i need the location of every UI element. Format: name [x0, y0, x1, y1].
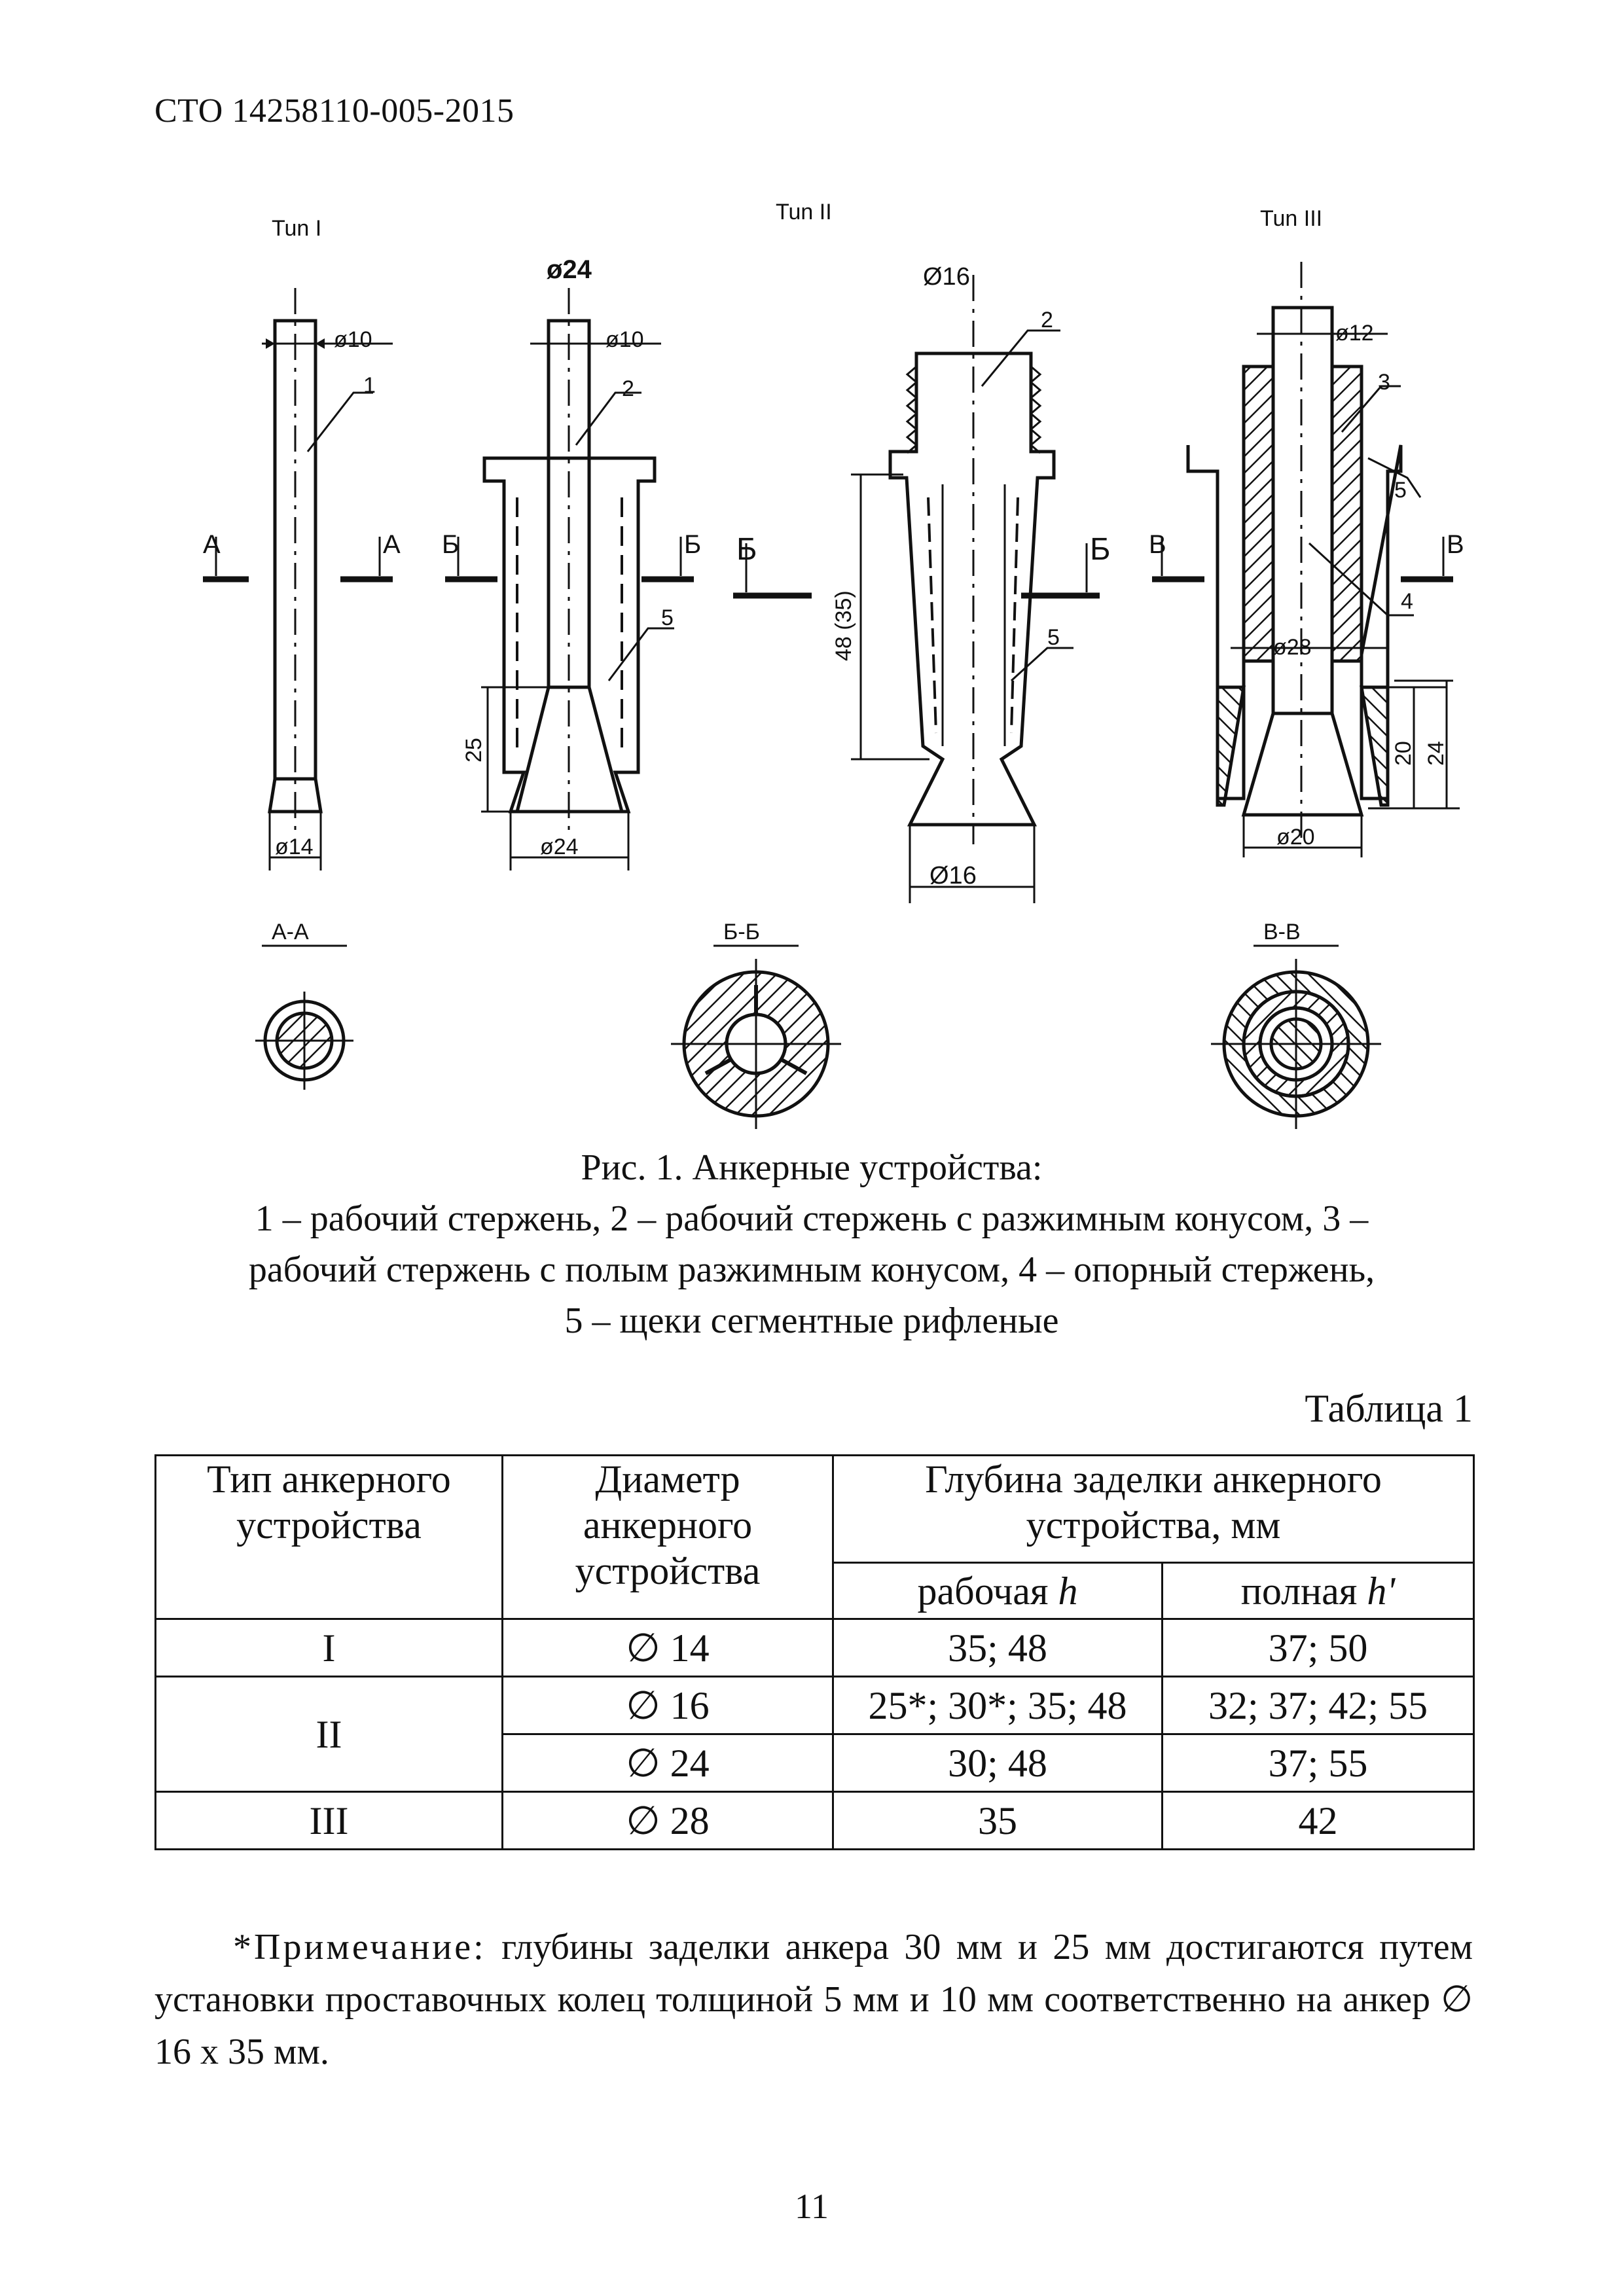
- dim-t1-top: ø10: [334, 327, 372, 352]
- dim-t1-bottom: ø14: [275, 834, 314, 859]
- section-b-b: [671, 944, 841, 1129]
- dim-t3-bottom: ø20: [1276, 825, 1315, 850]
- cell-working: 30; 48: [832, 1733, 1163, 1793]
- page-number: 11: [795, 2187, 829, 2226]
- caption-line-2: 1 – рабочий стержень, 2 – рабочий стерже…: [255, 1198, 1369, 1239]
- section-label-a-a: A-A: [272, 920, 309, 944]
- section-letter-c-left: В: [1149, 530, 1166, 559]
- note-text: глубины заделки анкера 30 мм и 25 мм дос…: [154, 1927, 1473, 2072]
- table-row: III ∅ 28 35 42: [154, 1791, 1475, 1850]
- table-row: II ∅ 16 25*; 30*; 35; 48 32; 37; 42; 55: [154, 1676, 1475, 1793]
- document-code: СТО 14258110-005-2015: [154, 92, 514, 130]
- callout-2b: 2: [1041, 308, 1053, 332]
- cell-type: II: [154, 1676, 503, 1793]
- section-c-c: [1211, 944, 1381, 1129]
- cell-full: 37; 50: [1161, 1618, 1475, 1677]
- caption-line-3: рабочий стержень с полым разжимным конус…: [248, 1249, 1375, 1290]
- dim-t2b-top: Ø16: [923, 263, 970, 291]
- header-diameter: Диаметр анкерного устройства: [501, 1454, 834, 1620]
- table-note: *Примечание: глубины заделки анкера 30 м…: [154, 1921, 1473, 2078]
- section-letter-b-right: Б: [684, 530, 701, 559]
- section-a-a: [255, 944, 353, 1090]
- type-2a-drawing: [445, 288, 694, 870]
- section-letter-c-right: В: [1447, 530, 1464, 559]
- callout-5c: 5: [1394, 478, 1407, 503]
- section-label-b-b: Б-Б: [723, 920, 760, 944]
- section-letter-a-left: A: [203, 530, 221, 559]
- dim-t2a-top: ø10: [605, 327, 644, 352]
- callout-4: 4: [1401, 589, 1413, 614]
- cell-type: III: [154, 1791, 503, 1850]
- caption-line-1: Рис. 1. Анкерные устройства:: [581, 1147, 1043, 1188]
- callout-5b: 5: [1047, 625, 1060, 650]
- dim-t3-top: ø12: [1335, 321, 1374, 346]
- cell-working: 35: [832, 1791, 1163, 1850]
- type-2-label: Tun II: [776, 200, 832, 224]
- cell-working: 35; 48: [832, 1618, 1163, 1677]
- type-1-drawing: [203, 288, 393, 870]
- header-type: Тип анкерного устройства: [154, 1454, 503, 1620]
- dim-t3-h1: 20: [1391, 741, 1416, 766]
- cell-diameter: ∅ 28: [501, 1791, 834, 1850]
- cell-diameter: ∅ 14: [501, 1618, 834, 1677]
- dim-t2b-bottom: Ø16: [929, 862, 977, 889]
- dim-t3-mid: ø28: [1273, 635, 1312, 660]
- table-label: Таблица 1: [1305, 1387, 1473, 1430]
- header-working: рабочая h: [832, 1562, 1163, 1620]
- dim-t2a-bottom: ø24: [540, 834, 579, 859]
- type-1-label: Tun I: [272, 216, 321, 241]
- section-letter-b2-right: Б: [1090, 532, 1111, 567]
- callout-1: 1: [363, 373, 376, 398]
- table-row: ∅ 24 30; 48 37; 55: [156, 1733, 1475, 1793]
- section-letter-b-left: Б: [442, 530, 459, 559]
- cell-working: 25*; 30*; 35; 48: [832, 1676, 1163, 1735]
- cell-diameter: ∅ 24: [501, 1733, 834, 1793]
- anchor-depth-table: Тип анкерного устройства Диаметр анкерно…: [154, 1454, 1475, 1850]
- type-3-drawing: [1152, 262, 1460, 857]
- cell-diameter: ∅ 16: [501, 1676, 834, 1735]
- section-letter-a-right: A: [383, 530, 401, 559]
- dim-t2b-height: 48 (35): [831, 590, 856, 661]
- callout-5a: 5: [661, 605, 674, 630]
- cell-full: 42: [1161, 1791, 1475, 1850]
- dim-t3-h2: 24: [1424, 741, 1449, 766]
- cell-type: I: [154, 1618, 503, 1677]
- section-letter-b2-left: Б: [736, 532, 757, 567]
- callout-2: 2: [622, 376, 634, 401]
- figure-caption: Рис. 1. Анкерные устройства: 1 – рабочий…: [118, 1142, 1506, 1346]
- header-full: полная h': [1161, 1562, 1475, 1620]
- table-row: I ∅ 14 35; 48 37; 50: [154, 1618, 1475, 1677]
- note-label: *Примечание:: [233, 1927, 486, 1967]
- type-2b-drawing: [733, 275, 1100, 903]
- type-3-label: Tun III: [1260, 206, 1322, 231]
- cell-full: 37; 55: [1161, 1733, 1475, 1793]
- anchor-devices-figure: Tun I Tun II Tun III ø10 ø14 1 ø24 ø10 2…: [203, 200, 1464, 1129]
- caption-line-4: 5 – щеки сегментные рифленые: [564, 1300, 1059, 1341]
- dim-t2a-height: 25: [461, 738, 486, 762]
- cell-full: 32; 37; 42; 55: [1161, 1676, 1475, 1735]
- header-depth: Глубина заделки анкерного устройства, мм: [832, 1454, 1475, 1564]
- dim-t2a-top-big: ø24: [547, 255, 592, 284]
- section-label-c-c: В-В: [1263, 920, 1301, 944]
- callout-3: 3: [1378, 370, 1390, 395]
